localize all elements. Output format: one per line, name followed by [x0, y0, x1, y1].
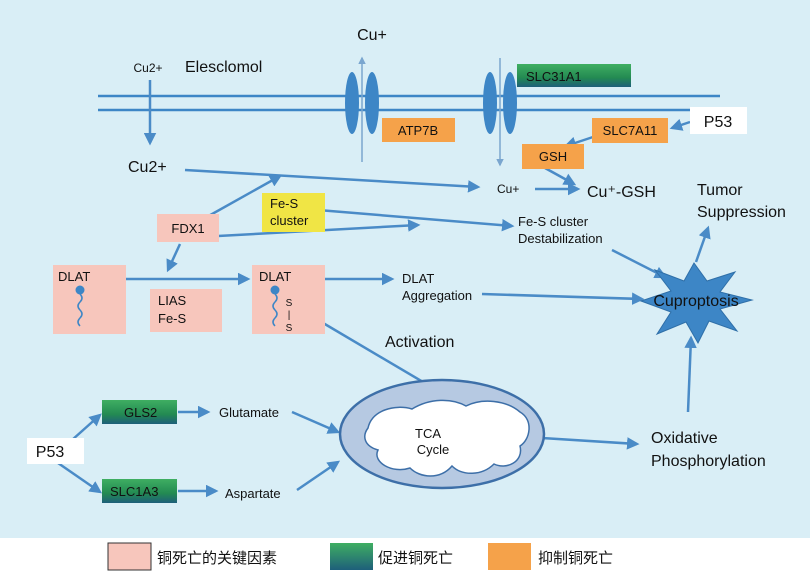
cuproptosis-label: Cuproptosis	[653, 293, 738, 310]
glutamate-label: Glutamate	[219, 405, 279, 420]
cell-membrane	[98, 94, 720, 112]
fdx1-box	[157, 214, 219, 242]
p53-top-box	[690, 107, 747, 134]
arrow-cuproptosis-to-tumor	[694, 225, 711, 263]
gls2-label: GLS2	[124, 405, 157, 420]
disulfide-bar: |	[288, 310, 291, 321]
arrow-oxphos-to-cuproptosis	[684, 335, 697, 413]
gls2-box	[102, 400, 177, 424]
membrane-channel-left	[345, 72, 379, 134]
cu-plus-mid-label: Cu+	[497, 182, 519, 196]
destab-line2: Destabilization	[518, 231, 603, 246]
arrow-mito-to-oxphos	[541, 436, 640, 450]
disulfide-s-top: S	[286, 298, 293, 309]
arrow-gsh-to-cugsh	[544, 166, 577, 186]
dlat-right-box	[252, 265, 325, 334]
legend-promote-label: 促进铜死亡	[378, 550, 453, 567]
arrow-fdx1-to-cu	[204, 174, 283, 220]
pathway-arrows	[57, 80, 711, 498]
disulfide-s-bottom: S	[286, 323, 293, 334]
dlat-right-label: DLAT	[259, 269, 291, 284]
fes-cluster-line1: Fe-S	[270, 196, 299, 211]
legend-promote-swatch	[330, 543, 373, 570]
fes-cluster-line2: cluster	[270, 213, 309, 228]
slc31a1-label: SLC31A1	[526, 69, 582, 84]
oxphos-line2: Phosphorylation	[651, 453, 766, 470]
aspartate-label: Aspartate	[225, 486, 281, 501]
legend-key-factor-label: 铜死亡的关键因素	[157, 550, 277, 567]
p53-top-label: P53	[704, 114, 733, 131]
tca-line1: TCA	[415, 426, 441, 441]
gsh-label: GSH	[539, 149, 567, 164]
arrow-p53-to-slc1a3	[57, 461, 103, 494]
arrow-fdx1-to-dlat	[166, 243, 182, 273]
lias-line2: Fe-S	[158, 311, 187, 326]
cu2-top-label: Cu2+	[133, 61, 162, 75]
slc1a3-box	[102, 479, 177, 503]
fes-cluster-box	[262, 193, 325, 232]
lias-box	[150, 289, 222, 332]
slc7a11-label: SLC7A11	[603, 123, 658, 138]
slc31a1-box	[517, 64, 631, 87]
atp7b-label: ATP7B	[398, 123, 438, 138]
legend-inhibit-swatch	[488, 543, 531, 570]
lias-line1: LIAS	[158, 293, 187, 308]
arrow-destab-to-cuproptosis	[611, 248, 668, 279]
cu-plus-top-label: Cu+	[357, 27, 387, 44]
cu2-mid-label: Cu2+	[128, 159, 167, 176]
arrow-cu2-to-cu	[184, 168, 481, 193]
aggregation-line1: DLAT	[402, 271, 434, 286]
gsh-box	[522, 144, 584, 169]
mitochondrion-icon	[338, 378, 546, 490]
slc1a3-label: SLC1A3	[110, 484, 158, 499]
destab-line1: Fe-S cluster	[518, 214, 589, 229]
membrane-channel-right	[483, 72, 517, 134]
arrow-aspartate-to-mito	[296, 460, 341, 492]
arrow-glutamate-to-mito	[291, 410, 341, 434]
dlat-left-box	[53, 265, 126, 334]
dlat-right-lipoyl-icon	[270, 285, 280, 327]
elesclomol-label: Elesclomol	[185, 59, 262, 76]
p53-bottom-box	[27, 438, 84, 464]
dlat-left-lipoyl-icon	[75, 285, 85, 327]
arrow-fes-to-destab	[317, 208, 515, 232]
activation-label: Activation	[385, 334, 454, 351]
arrow-agg-to-cuproptosis	[481, 292, 645, 305]
tca-line2: Cycle	[417, 442, 450, 457]
oxphos-line1: Oxidative	[651, 430, 718, 447]
arrow-p53-to-slc7a11	[669, 118, 691, 131]
slc7a11-box	[592, 118, 668, 143]
fdx1-label: FDX1	[171, 221, 204, 236]
legend-key-factor-swatch	[107, 542, 152, 571]
p53-bottom-label: P53	[36, 444, 65, 461]
cuproptosis-star-icon	[639, 262, 754, 345]
arrow-p53-to-gls2	[71, 413, 102, 441]
tumor-label-line1: Tumor	[697, 182, 743, 199]
legend-inhibit-label: 抑制铜死亡	[538, 550, 613, 567]
aggregation-line2: Aggregation	[402, 288, 472, 303]
cu-gsh-label: Cu⁺-GSH	[587, 184, 656, 201]
tumor-label-line2: Suppression	[697, 204, 786, 221]
atp7b-box	[382, 118, 455, 142]
legend: 铜死亡的关键因素 促进铜死亡 抑制铜死亡	[107, 542, 613, 571]
dlat-left-label: DLAT	[58, 269, 90, 284]
